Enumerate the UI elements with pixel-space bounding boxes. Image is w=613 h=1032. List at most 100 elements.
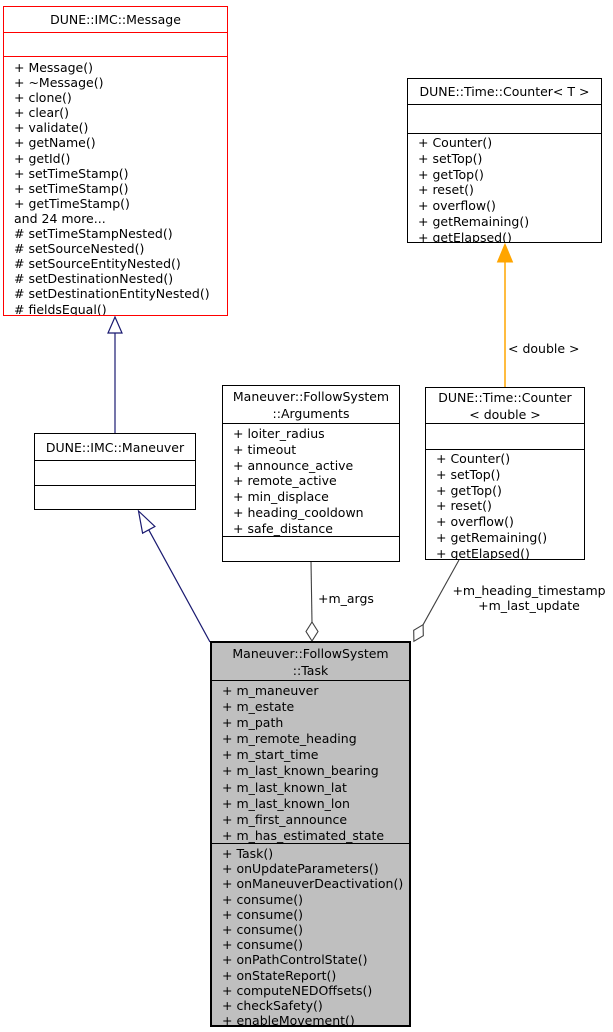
member-line: + clear() <box>14 105 70 121</box>
member-line: + checkSafety() <box>222 998 323 1014</box>
member-line: + ~Message() <box>14 75 104 91</box>
member-line: # setDestinationEntityNested() <box>14 286 210 302</box>
class-title: DUNE::IMC::Maneuver <box>35 434 195 460</box>
title-line: DUNE::Time::Counter< T > <box>419 84 590 99</box>
edge-label-heading-timestamp: +m_heading_timestamp <box>452 583 606 598</box>
class-title: Maneuver::FollowSystem::Arguments <box>223 386 399 423</box>
member-line: + m_has_estimated_state <box>222 827 385 843</box>
attributes-section <box>426 423 584 449</box>
class-box-maneuver[interactable]: DUNE::IMC::Maneuver <box>34 433 196 510</box>
member-line: + getTop() <box>418 166 484 182</box>
member-line: + reset() <box>436 498 492 514</box>
member-line: + setTop() <box>436 466 501 482</box>
member-line: + getName() <box>14 135 96 151</box>
member-line: + getRemaining() <box>436 529 548 545</box>
title-line: DUNE::IMC::Message <box>50 12 181 27</box>
member-line: + getElapsed() <box>436 545 530 559</box>
member-line: + validate() <box>14 120 89 136</box>
class-box-message[interactable]: DUNE::IMC::Message + Message()+ ~Message… <box>3 6 228 316</box>
member-line: + heading_cooldown <box>233 504 364 520</box>
member-line: + min_displace <box>233 489 329 505</box>
title-line: Maneuver::FollowSystem <box>232 388 390 404</box>
member-line: + m_path <box>222 715 284 731</box>
methods-section: + Counter()+ setTop()+ getTop()+ reset()… <box>408 133 601 242</box>
inheritance-arrowhead-icon <box>137 509 156 535</box>
methods-section: + Task()+ onUpdateParameters()+ onManeuv… <box>212 843 409 1025</box>
template-arrowhead-icon <box>496 242 514 263</box>
member-line: + Counter() <box>436 451 511 466</box>
title-line: ::Arguments <box>272 405 350 421</box>
member-line: + consume() <box>222 937 303 953</box>
methods-section: + Counter()+ setTop()+ getTop()+ reset()… <box>426 449 584 559</box>
title-line: < double > <box>469 406 541 422</box>
class-title: DUNE::IMC::Message <box>4 7 227 32</box>
attributes-section: + loiter_radius+ timeout+ announce_activ… <box>223 423 399 536</box>
member-line: + onStateReport() <box>222 967 337 983</box>
class-title: Maneuver::FollowSystem::Task <box>212 643 409 680</box>
title-line: ::Task <box>292 662 329 678</box>
member-line: + remote_active <box>233 473 337 489</box>
member-line: + Task() <box>222 846 274 861</box>
member-line: + announce_active <box>233 457 354 473</box>
member-line: + reset() <box>418 182 474 198</box>
member-line: # setDestinationNested() <box>14 271 174 287</box>
member-line: + overflow() <box>418 198 496 214</box>
title-line: Maneuver::FollowSystem <box>232 645 389 661</box>
class-box-arguments[interactable]: Maneuver::FollowSystem::Arguments + loit… <box>222 385 400 562</box>
attributes-section <box>408 104 601 133</box>
attributes-section: + m_maneuver+ m_estate+ m_path+ m_remote… <box>212 680 409 843</box>
aggregation-edge-args <box>310 560 313 624</box>
member-line: + setTop() <box>418 150 483 166</box>
inheritance-edge-task-maneuver <box>148 529 211 643</box>
member-line: # fieldsEqual() <box>14 301 107 316</box>
member-line: + m_estate <box>222 699 295 715</box>
member-line: + setTimeStamp() <box>14 180 129 196</box>
member-line: # setSourceNested() <box>14 241 145 257</box>
member-line: + m_first_announce <box>222 811 348 827</box>
edge-label-last-update: +m_last_update <box>478 598 580 613</box>
member-line: + safe_distance <box>233 520 333 536</box>
member-line: + m_maneuver <box>222 683 319 698</box>
member-line: + setTimeStamp() <box>14 165 129 181</box>
member-line: + m_remote_heading <box>222 731 357 747</box>
member-line: and 24 more... <box>14 210 106 226</box>
member-line: + consume() <box>222 922 303 938</box>
member-line: + getTimeStamp() <box>14 195 130 211</box>
member-line: + onManeuverDeactivation() <box>222 876 404 892</box>
member-line: + enableMovement() <box>222 1013 355 1025</box>
member-line: + Message() <box>14 60 93 75</box>
member-line: + consume() <box>222 891 303 907</box>
attributes-section <box>35 460 195 485</box>
edge-label-template-instance: < double > <box>508 341 580 356</box>
member-line: + m_last_known_lon <box>222 795 350 811</box>
inheritance-arrowhead-icon <box>107 315 123 334</box>
class-title: DUNE::Time::Counter< double > <box>426 388 584 423</box>
title-line: DUNE::Time::Counter <box>438 389 572 405</box>
class-box-task: Maneuver::FollowSystem::Task + m_maneuve… <box>210 641 411 1027</box>
methods-section <box>35 485 195 509</box>
edge-label-m-args: +m_args <box>318 591 374 606</box>
member-line: + consume() <box>222 906 303 922</box>
methods-section <box>223 536 399 561</box>
class-box-counter-t[interactable]: DUNE::Time::Counter< T > + Counter()+ se… <box>407 78 602 243</box>
aggregation-diamond-icon <box>305 620 319 643</box>
title-line: DUNE::IMC::Maneuver <box>45 439 185 455</box>
member-line: + onPathControlState() <box>222 952 368 968</box>
member-line: + getId() <box>14 150 71 166</box>
member-line: # setSourceEntityNested() <box>14 256 181 272</box>
member-line: + getTop() <box>436 482 502 498</box>
member-line: + timeout <box>233 441 297 457</box>
edge-label-counter-members: +m_heading_timestamp +m_last_update <box>446 583 612 613</box>
member-line: + Counter() <box>418 135 493 150</box>
class-box-counter-double[interactable]: DUNE::Time::Counter< double > + Counter(… <box>425 387 585 560</box>
member-line: + m_last_known_bearing <box>222 763 379 779</box>
class-title: DUNE::Time::Counter< T > <box>408 79 601 104</box>
methods-section: + Message()+ ~Message()+ clone()+ clear(… <box>4 56 227 315</box>
aggregation-diamond-icon <box>413 623 424 643</box>
member-line: + getRemaining() <box>418 213 530 229</box>
member-line: + clone() <box>14 90 72 106</box>
member-line: + overflow() <box>436 514 514 530</box>
member-line: + m_last_known_lat <box>222 779 347 795</box>
aggregation-edge-counter <box>422 559 460 625</box>
